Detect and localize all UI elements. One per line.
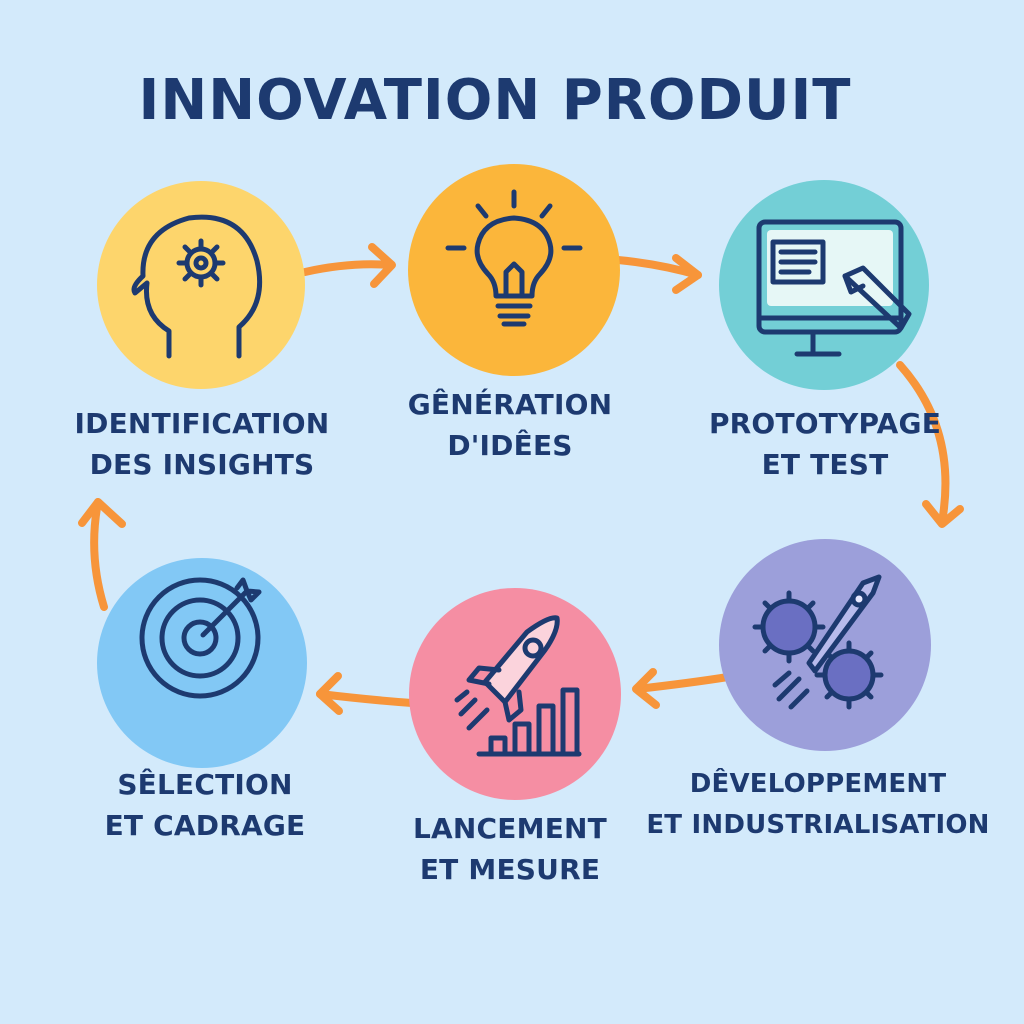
step-circle-insights xyxy=(97,181,305,389)
step-label-ideas: GÊNÉRATION D'IDÊES xyxy=(360,384,660,466)
gears-rocket-icon xyxy=(719,539,931,751)
step-circle-prototype xyxy=(719,180,929,390)
step-label-line1: LANCEMENT xyxy=(413,812,607,845)
step-label-line2: ET TEST xyxy=(761,448,889,481)
step-label-line1: SÊLECTION xyxy=(117,768,293,801)
step-label-line1: IDENTIFICATION xyxy=(74,407,330,440)
step-label-launch: LANCEMENT ET MESURE xyxy=(360,808,660,890)
step-label-prototype: PROTOTYPAGE ET TEST xyxy=(680,403,970,485)
step-label-selection: SÊLECTION ET CADRAGE xyxy=(55,764,355,846)
arrow-development-to-launch xyxy=(632,668,732,709)
rocket-chart-icon xyxy=(409,588,621,800)
arrow-ideas-to-prototype xyxy=(614,254,702,294)
head-gear-icon xyxy=(97,181,305,389)
step-label-line2: ET MESURE xyxy=(419,853,601,886)
target-icon xyxy=(97,558,307,768)
page-title: INNOVATION PRODUIT xyxy=(138,68,852,133)
step-label-line1: DÊVELOPPEMENT xyxy=(689,769,947,799)
arrow-prototype-to-development xyxy=(896,361,964,528)
arrow-launch-to-selection xyxy=(316,672,416,715)
arrow-selection-to-insights xyxy=(78,498,126,611)
step-label-line2: ET CADRAGE xyxy=(104,809,306,842)
lightbulb-icon xyxy=(408,164,620,376)
step-circle-launch xyxy=(409,588,621,800)
step-label-line1: GÊNÉRATION xyxy=(407,388,613,421)
step-label-line2: D'IDÊES xyxy=(447,429,573,462)
step-label-insights: IDENTIFICATION DES INSIGHTS xyxy=(52,403,352,485)
step-label-line1: PROTOTYPAGE xyxy=(708,407,942,440)
monitor-pen-icon xyxy=(719,180,929,390)
step-circle-selection xyxy=(97,558,307,768)
step-label-line2: ET INDUSTRIALISATION xyxy=(646,810,990,840)
step-label-development: DÊVELOPPEMENT ET INDUSTRIALISATION xyxy=(624,764,1012,846)
step-circle-development xyxy=(719,539,931,751)
arrow-insights-to-ideas xyxy=(301,243,396,288)
step-label-line2: DES INSIGHTS xyxy=(89,448,315,481)
step-circle-ideas xyxy=(408,164,620,376)
